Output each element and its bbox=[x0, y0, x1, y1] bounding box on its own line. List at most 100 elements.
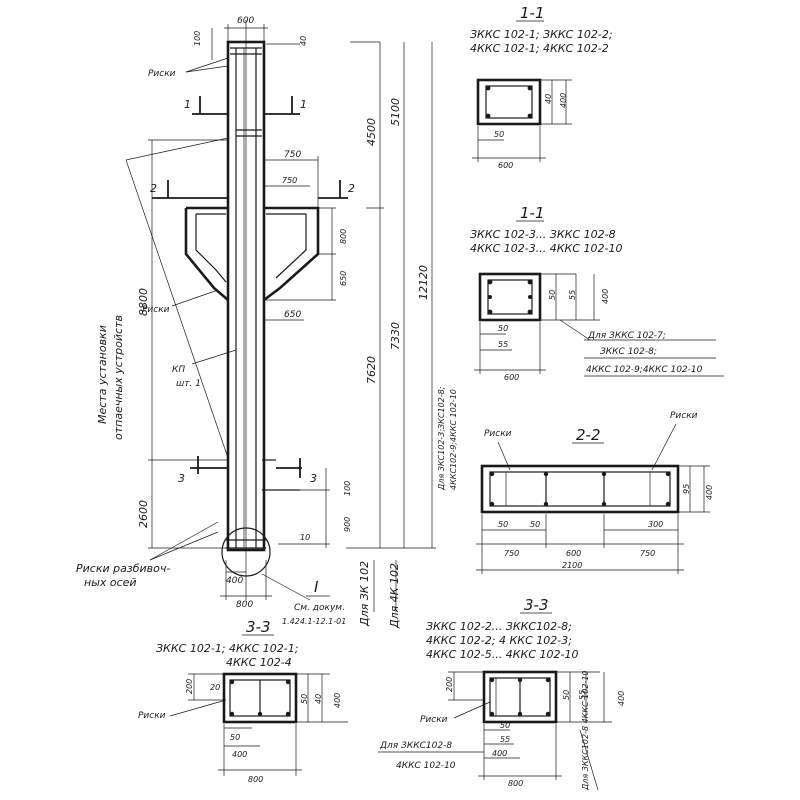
dim-arm-inner: 750 bbox=[282, 176, 297, 185]
cross-section bbox=[478, 272, 542, 322]
label-riski-right: Риски bbox=[670, 411, 698, 421]
section-2-2: 2-2 Риски Риски 95 400 50 50 300 750 600 bbox=[476, 411, 714, 574]
section-3-3-b: 3-3 ЗККС 102-2... ЗККС102-8; 4ККС 102-2;… bbox=[378, 596, 626, 791]
dim-50: 50 bbox=[500, 721, 510, 730]
bracket-outline bbox=[184, 206, 320, 302]
dim-arm-height: 800 bbox=[339, 229, 348, 244]
dim-50: 50 bbox=[230, 733, 240, 742]
section-subtitle-line1: ЗККС 102-3... ЗККС 102-8 bbox=[470, 228, 616, 241]
dim-750b: 750 bbox=[640, 549, 655, 558]
label-for-3k: Для ЗК 102 bbox=[358, 561, 371, 627]
cross-section bbox=[482, 670, 558, 724]
cut-2-left: 2 bbox=[150, 182, 157, 195]
label-mounting-line1: Места установки bbox=[96, 325, 109, 424]
label-riski-bottom-line2: ных осей bbox=[84, 576, 137, 589]
label-riski-bottom-line1: Риски разбивоч- bbox=[76, 562, 170, 575]
section-title: 1-1 bbox=[520, 204, 545, 222]
section-subtitle-line2: 4ККС 102-1; 4ККС 102-2 bbox=[470, 42, 609, 55]
cut-1-right: 1 bbox=[300, 98, 307, 111]
label-for-series-line2: 4ККС102-9;4ККС 102-10 bbox=[449, 389, 458, 490]
dim-600: 600 bbox=[498, 161, 513, 170]
label-see-doc-line2: 1.424.1-12.1-01 bbox=[282, 617, 346, 626]
dim-400: 400 bbox=[559, 93, 568, 108]
note-line1: Для ЗККС102-8 bbox=[379, 741, 452, 751]
cross-section bbox=[222, 672, 298, 724]
main-elevation: 600 100 40 Риски 1 1 2 2 3 3 750 750 bbox=[76, 16, 458, 629]
label-riski: Риски bbox=[420, 715, 448, 725]
dim-400: 400 bbox=[232, 750, 247, 759]
section-subtitle-line1: ЗККС 102-1; ЗККС 102-2; bbox=[470, 28, 613, 41]
section-subtitle-line1: ЗККС 102-2... ЗККС102-8; bbox=[426, 620, 572, 633]
label-roman-one: I bbox=[314, 578, 319, 596]
bracket-inner bbox=[195, 213, 307, 283]
label-riski-mid: Риски bbox=[142, 305, 170, 315]
dim-800: 800 bbox=[248, 775, 263, 784]
dim-50b: 50 bbox=[530, 520, 540, 529]
dim-50b: 50 bbox=[498, 324, 508, 333]
label-riski-top: Риски bbox=[148, 69, 176, 79]
dim-600: 600 bbox=[504, 373, 519, 382]
dim-55: 55 bbox=[568, 290, 577, 300]
dim-50b: 50 bbox=[300, 694, 309, 704]
dim-bottom-100: 100 bbox=[343, 481, 352, 496]
dim-7620: 7620 bbox=[365, 356, 378, 384]
label-for-4k: Для 4К 102 bbox=[388, 563, 401, 629]
section-subtitle-line3: 4ККС 102-5... 4ККС 102-10 bbox=[426, 648, 579, 661]
dim-bottom-10: 10 bbox=[300, 533, 310, 542]
label-see-doc-line1: См. докум. bbox=[294, 603, 345, 613]
dim-40: 40 bbox=[314, 694, 323, 704]
dim-800: 800 bbox=[508, 779, 523, 788]
cut-3-right: 3 bbox=[310, 472, 317, 485]
label-kp: КП bbox=[172, 365, 185, 375]
dim-bottom-span: 2600 bbox=[137, 500, 150, 528]
dim-left-span: 8800 bbox=[137, 288, 150, 316]
section-subtitle-line2: 4ККС 102-3... 4ККС 102-10 bbox=[470, 242, 623, 255]
dim-7330: 7330 bbox=[389, 322, 402, 350]
label-for-series-line1: Для ЗКС102-3;ЗКС102-8; bbox=[437, 386, 446, 491]
dim-55: 55 bbox=[500, 735, 510, 744]
dim-4500: 4500 bbox=[365, 118, 378, 146]
note-line1: Для ЗККС 102-7; bbox=[587, 331, 666, 341]
dim-55b: 55 bbox=[498, 340, 508, 349]
label-mounting-line2: отпаечных устройств bbox=[112, 315, 125, 440]
section-title: 2-2 bbox=[576, 426, 601, 444]
dim-400r: 400 bbox=[617, 691, 626, 706]
cut-2-right: 2 bbox=[348, 182, 355, 195]
dim-400: 400 bbox=[601, 289, 610, 304]
section-subtitle-line1: ЗККС 102-1; 4ККС 102-1; bbox=[156, 642, 298, 655]
cross-section bbox=[476, 78, 542, 126]
dim-top-width: 600 bbox=[237, 16, 254, 26]
dim-base-400: 400 bbox=[226, 576, 243, 586]
section-title: 1-1 bbox=[520, 4, 545, 22]
dim-400r: 400 bbox=[333, 693, 342, 708]
cut-1-left: 1 bbox=[184, 98, 191, 111]
label-riski: Риски bbox=[138, 711, 166, 721]
dim-5100: 5100 bbox=[389, 98, 402, 126]
vert-note: Для ЗККС102-8 4ККС 102-10 bbox=[581, 671, 590, 792]
dim-12120: 12120 bbox=[417, 265, 430, 300]
dim-200: 200 bbox=[185, 679, 194, 694]
label-kp-count: шт. 1 bbox=[176, 379, 201, 389]
dim-55r: 55 bbox=[578, 690, 587, 700]
dim-50: 50 bbox=[494, 130, 504, 139]
dim-arm-outer: 750 bbox=[284, 150, 301, 160]
dim-bottom-900: 900 bbox=[343, 517, 352, 532]
dim-50a: 50 bbox=[498, 520, 508, 529]
dim-400: 400 bbox=[705, 485, 714, 500]
dim-750a: 750 bbox=[504, 549, 519, 558]
dim-base-800: 800 bbox=[236, 600, 253, 610]
section-subtitle-line2: 4ККС 102-2; 4 ККС 102-3; bbox=[426, 634, 572, 647]
label-riski-left: Риски bbox=[484, 429, 512, 439]
dim-600: 600 bbox=[566, 549, 581, 558]
dim-50r: 50 bbox=[562, 690, 571, 700]
dim-200: 200 bbox=[445, 677, 454, 692]
section-3-3-a: 3-3 ЗККС 102-1; 4ККС 102-1; 4ККС 102-4 2… bbox=[138, 618, 348, 784]
dim-2100: 2100 bbox=[562, 561, 582, 570]
dim-top-side: 40 bbox=[299, 36, 308, 46]
note-line3: 4ККС 102-9;4ККС 102-10 bbox=[586, 365, 703, 375]
dim-400: 400 bbox=[492, 749, 507, 758]
dim-50a: 50 bbox=[548, 290, 557, 300]
section-title: 3-3 bbox=[246, 618, 271, 636]
